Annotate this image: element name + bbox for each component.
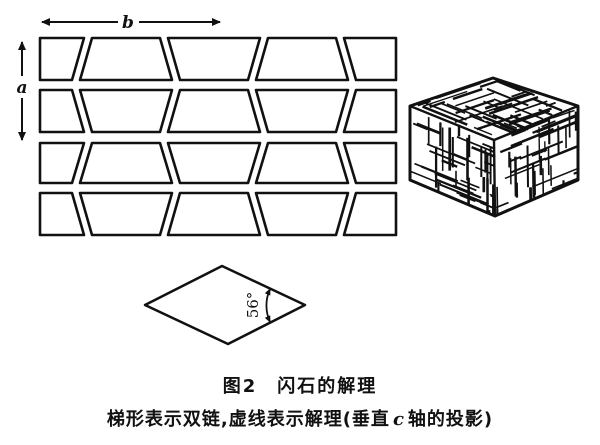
crystal-texture-line — [455, 92, 495, 107]
double-chain-trapezoid — [166, 141, 262, 185]
double-chain-trapezoid — [342, 141, 398, 185]
crystal-texture-line — [538, 126, 541, 163]
crystal-texture-line — [549, 113, 578, 128]
crystal-texture-line — [454, 105, 503, 123]
double-chain-trapezoid — [38, 191, 86, 237]
crystal-texture-line — [482, 115, 520, 133]
crystal-texture-line — [522, 92, 531, 96]
crystal-texture-line — [499, 142, 523, 154]
a-axis-arrow: a — [16, 41, 28, 141]
figure-caption-title: 图2 闪石的解理 — [222, 376, 378, 397]
caption-subtitle-part1: 梯形表示双链,虚线表示解理(垂直 — [106, 409, 390, 430]
angle-arc-arrow — [264, 288, 271, 323]
crystal-texture-line — [420, 165, 459, 183]
crystal-texture-line — [531, 163, 535, 198]
crystal-outline — [408, 76, 580, 218]
a-axis-label: a — [16, 78, 27, 98]
crystal-texture-line — [452, 184, 474, 196]
crystal-texture-line — [439, 183, 489, 206]
double-chain-trapezoid — [38, 141, 86, 185]
crystal-texture-line — [544, 144, 578, 161]
double-chain-grid — [38, 36, 398, 237]
crystal-texture-line — [421, 100, 467, 121]
double-chain-trapezoid — [254, 191, 350, 237]
crystal-texture-line — [476, 113, 522, 131]
crystal-cleavage-texture — [410, 79, 578, 216]
caption-subtitle-part2: 轴的投影) — [407, 409, 494, 430]
crystal-texture-line — [510, 127, 555, 148]
crystal-edge-line — [492, 138, 497, 216]
crystal-edge-line — [410, 104, 496, 142]
angle-label: 56° — [244, 292, 262, 319]
double-chain-trapezoid — [342, 88, 398, 134]
amphibole-cleavage-figure: b a 56° — [16, 13, 580, 346]
crystal-edge-line — [492, 104, 578, 142]
crystal-texture-line — [434, 172, 477, 192]
double-chain-trapezoid — [254, 88, 350, 134]
crystal-texture-line — [495, 201, 509, 209]
crystal-texture-line — [504, 163, 540, 180]
crystal-texture-line — [479, 79, 501, 88]
crystal-texture-line — [453, 153, 467, 160]
double-chain-trapezoid — [78, 191, 174, 237]
crystal-texture-line — [492, 113, 529, 131]
double-chain-trapezoid — [254, 36, 350, 82]
double-chain-trapezoid — [38, 88, 86, 134]
b-axis-label: b — [122, 13, 134, 33]
crystal-texture-line — [514, 100, 548, 113]
cleavage-rhombus-group: 56° — [143, 264, 307, 346]
crystal-texture-line — [514, 156, 518, 197]
crystal-texture-line — [503, 122, 518, 130]
double-chain-trapezoid — [166, 36, 262, 82]
cleavage-rhombus — [143, 264, 307, 346]
crystal-texture-line — [519, 140, 564, 160]
double-chain-trapezoid — [342, 36, 398, 82]
double-chain-trapezoid — [254, 141, 350, 185]
double-chain-trapezoid — [78, 88, 174, 134]
crystal-texture-line — [539, 119, 578, 139]
crystal-texture-line — [526, 145, 530, 188]
double-chain-trapezoid — [342, 191, 398, 237]
crystal-texture-line — [496, 80, 521, 92]
crystal-texture-line — [499, 92, 533, 106]
crystal-texture-line — [508, 107, 552, 124]
crystal-texture-line — [552, 109, 575, 119]
crystal-texture-line — [410, 170, 442, 185]
double-chain-trapezoid — [78, 141, 174, 185]
double-chain-trapezoid — [166, 191, 262, 237]
crystal-texture-line — [511, 91, 526, 98]
crystal-texture-line — [423, 90, 468, 107]
crystal-texture-line — [486, 87, 529, 107]
crystal-texture-line — [422, 105, 468, 126]
crystal-texture-line — [452, 87, 483, 101]
crystal-texture-line — [460, 179, 480, 189]
crystal-texture-line — [551, 176, 578, 190]
crystal-texture-line — [482, 142, 496, 150]
crystal-texture-line — [456, 136, 496, 154]
caption-axis-symbol: c — [392, 409, 405, 430]
crystal-texture-line — [488, 95, 539, 115]
crystal-block — [408, 76, 580, 218]
crystal-texture-line — [472, 116, 515, 135]
crystal-texture-line — [532, 167, 578, 188]
crystal-texture-line — [545, 101, 556, 107]
double-chain-trapezoid — [78, 36, 174, 82]
crystal-texture-line — [508, 109, 551, 126]
crystal-texture-line — [455, 99, 495, 115]
double-chain-trapezoid — [166, 88, 262, 134]
b-axis-arrow: b — [41, 13, 221, 33]
double-chain-trapezoid — [38, 36, 86, 82]
